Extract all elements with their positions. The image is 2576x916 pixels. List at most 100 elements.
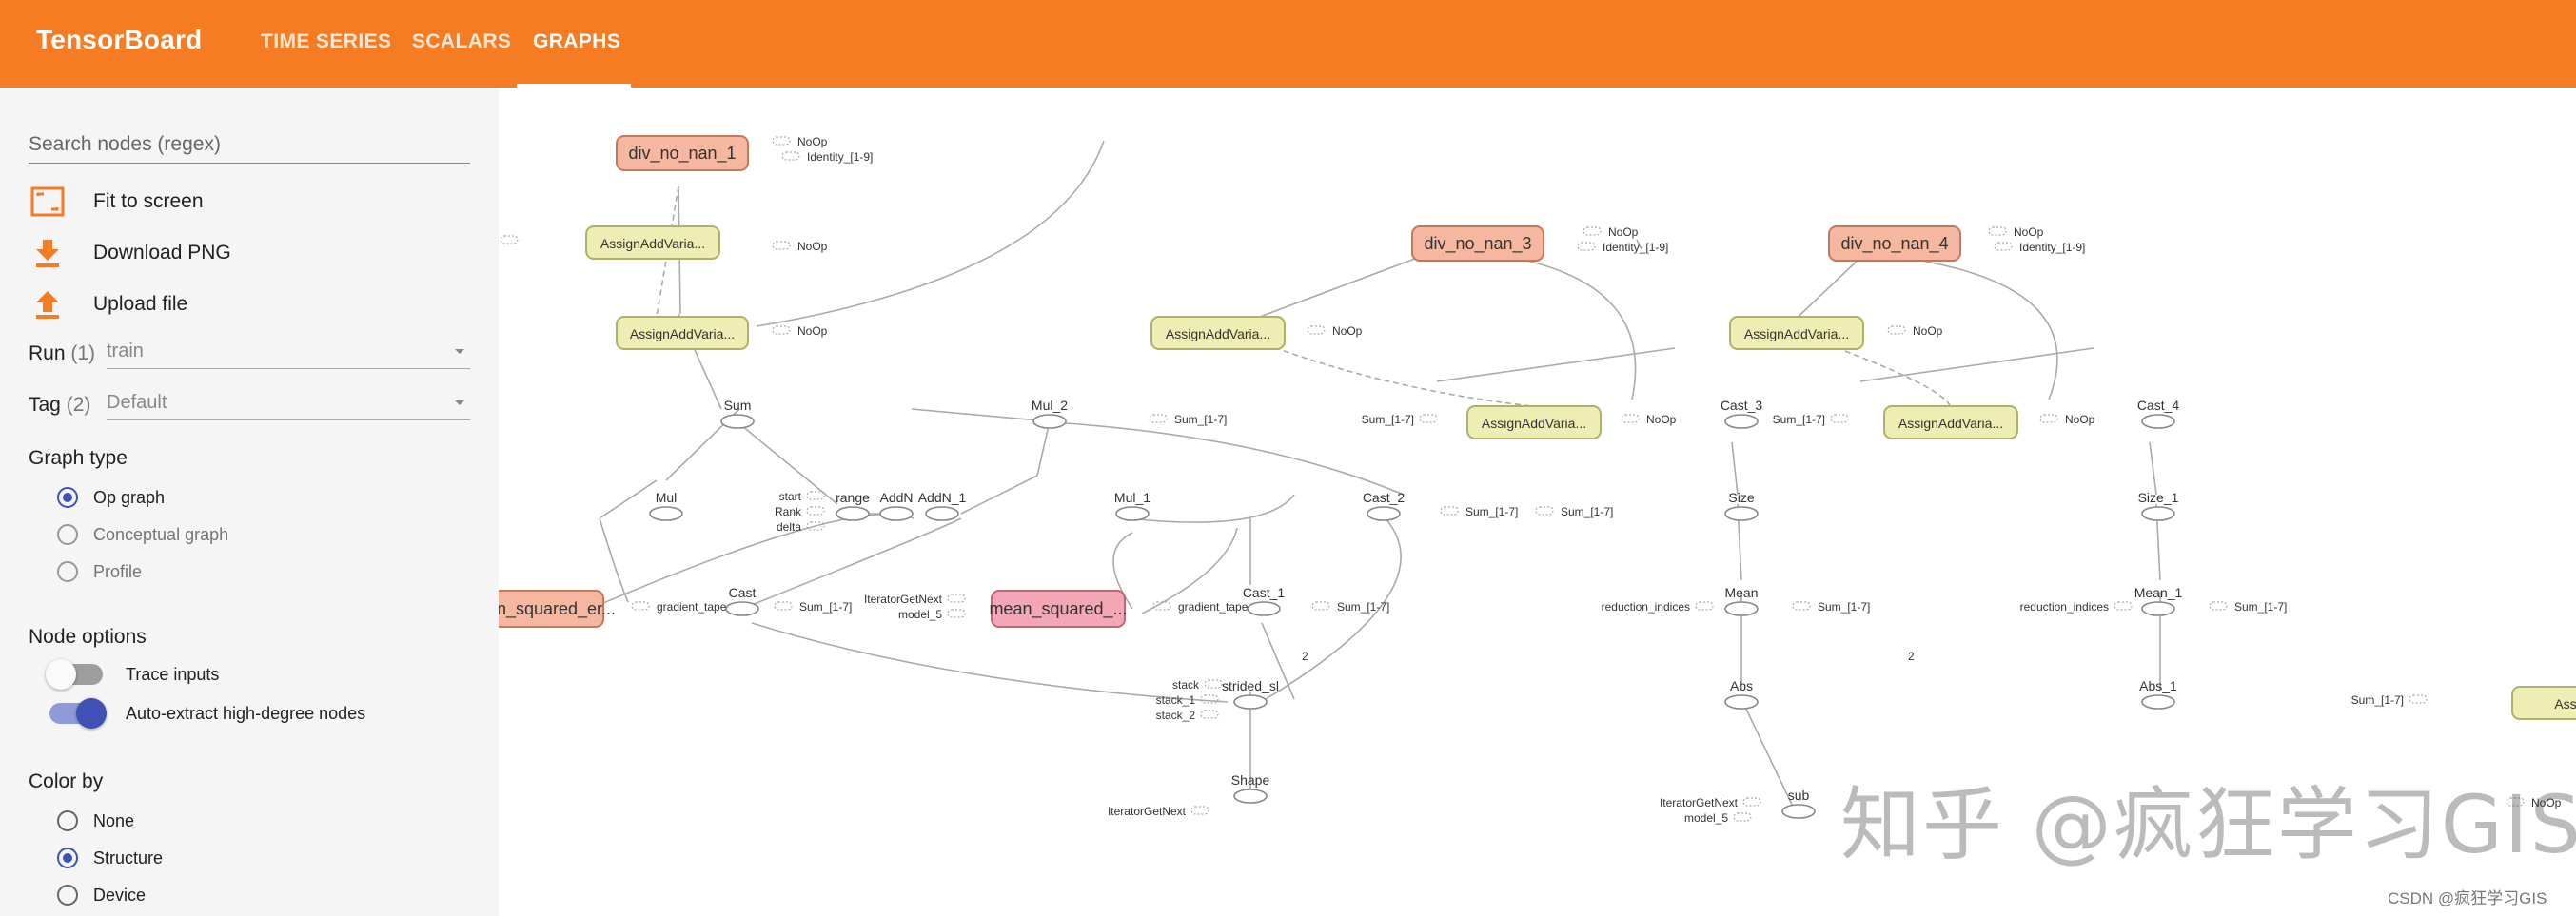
graph-op-label: Sum — [724, 398, 752, 413]
graph-op-node[interactable]: sub — [1781, 788, 1816, 819]
radio-color-structure[interactable]: Structure — [57, 848, 163, 868]
graph-aux-text: Identity_[1-9] — [2019, 241, 2085, 254]
auto-extract-toggle[interactable]: Auto-extract high-degree nodes — [49, 698, 366, 729]
graph-aux-label: IteratorGetNext — [1660, 796, 1761, 809]
graph-node-pink[interactable]: mean_squared_... — [989, 590, 1128, 628]
graph-op-node[interactable]: Sum — [720, 398, 755, 429]
graph-aux-text: Sum_[1-7] — [1465, 505, 1518, 518]
graph-node-yellow[interactable]: AssignAddVaria... — [585, 225, 720, 260]
fit-to-screen-label: Fit to screen — [93, 190, 204, 212]
graph-aux-label: NoOp — [772, 324, 828, 338]
graph-edge — [1236, 256, 1421, 326]
graph-op-node[interactable]: Abs_1 — [2139, 678, 2177, 710]
graph-node-label: AssignAddVaria... — [1482, 416, 1586, 431]
radio-op-graph[interactable]: Op graph — [57, 487, 165, 508]
fit-to-screen-button[interactable]: Fit to screen — [29, 183, 204, 221]
node-options-heading: Node options — [29, 626, 147, 648]
run-count: (1) — [70, 342, 96, 364]
graph-node-yellow[interactable]: AssignA — [2511, 686, 2576, 720]
run-select-value: train — [107, 341, 144, 361]
graph-node-salmon[interactable]: div_no_nan_3 — [1411, 225, 1544, 262]
trace-inputs-toggle[interactable]: Trace inputs — [46, 659, 219, 690]
graph-op-node[interactable]: Cast_2 — [1363, 490, 1406, 521]
graph-edge — [1902, 257, 2058, 400]
tab-scalars[interactable]: SCALARS — [412, 30, 512, 52]
graph-aux-label: NoOp — [2506, 796, 2562, 809]
graph-edge — [1436, 347, 1676, 382]
graph-node-yellow[interactable]: AssignAddVaria... — [1466, 405, 1602, 439]
download-png-button[interactable]: Download PNG — [29, 234, 231, 272]
graph-op-node[interactable]: Mean_1 — [2134, 585, 2183, 616]
graph-op-label: Mul_1 — [1114, 490, 1150, 505]
radio-color-device-label: Device — [93, 885, 147, 905]
toggle-knob — [76, 698, 107, 729]
radio-profile[interactable]: Profile — [57, 561, 142, 582]
graph-node-yellow[interactable]: AssignAddVaria... — [616, 316, 749, 350]
graph-op-node[interactable]: Abs — [1724, 678, 1759, 710]
radio-color-device[interactable]: Device — [57, 885, 146, 906]
graph-node-label: mean_squared_er... — [499, 599, 616, 619]
graph-op-label: Mul — [656, 490, 678, 505]
graph-op-node[interactable]: Mul_1 — [1114, 490, 1150, 521]
graph-op-node[interactable]: Cast_3 — [1721, 398, 1763, 429]
tag-select[interactable]: Default — [107, 386, 470, 420]
graph-aux-text: Rank — [775, 505, 802, 518]
tab-graphs[interactable]: GRAPHS — [533, 30, 621, 52]
graph-aux-text: NoOp — [1332, 324, 1363, 338]
graph-aux-text: stack — [1172, 678, 1200, 692]
graph-node-salmon[interactable]: div_no_nan_1 — [616, 135, 749, 171]
graph-aux-label: NoOp — [772, 240, 828, 253]
graph-edge-label: 2 — [1302, 650, 1308, 663]
graph-edge — [1636, 239, 1642, 250]
tag-select-value: Default — [107, 392, 167, 413]
graph-edge — [1826, 343, 1952, 410]
graph-aux-text: reduction_indices — [1602, 600, 1690, 614]
upload-file-button[interactable]: Upload file — [29, 285, 187, 323]
search-nodes-input[interactable]: Search nodes (regex) — [29, 129, 470, 164]
run-select[interactable]: train — [107, 335, 470, 369]
graph-op-node[interactable]: strided_sl — [1222, 678, 1279, 710]
graph-aux-text: Identity_[1-9] — [1603, 241, 1668, 254]
graph-op-node[interactable]: range — [836, 490, 870, 521]
graph-op-node[interactable]: Shape — [1231, 772, 1270, 804]
radio-conceptual-graph[interactable]: Conceptual graph — [57, 524, 228, 545]
graph-op-node[interactable]: Size_1 — [2138, 490, 2179, 521]
graph-aux-text: Sum_[1-7] — [1561, 505, 1613, 518]
color-by-heading: Color by — [29, 770, 104, 792]
graph-op-node[interactable]: Cast_4 — [2137, 398, 2180, 429]
graph-op-node[interactable]: Mean — [1724, 585, 1759, 616]
graph-op-label: Shape — [1231, 772, 1270, 788]
graph-aux-label: NoOp — [1307, 324, 1363, 338]
graph-edge — [736, 420, 838, 505]
graph-node-salmon[interactable]: div_no_nan_4 — [1828, 225, 1961, 262]
graph-aux-text: NoOp — [797, 135, 828, 148]
graph-node-salmon[interactable]: mean_squared_er... — [499, 590, 616, 628]
radio-indicator — [57, 561, 78, 582]
graph-aux-text: start — [779, 490, 802, 503]
radio-color-none[interactable]: None — [57, 810, 134, 831]
graph-node-yellow[interactable]: AssignAddVaria... — [1150, 316, 1286, 350]
graph-op-node[interactable]: Size — [1724, 490, 1759, 521]
graph-node-yellow[interactable]: AssignAddVaria... — [1729, 316, 1864, 350]
graph-op-node[interactable]: AddN_1 — [918, 490, 967, 521]
graph-op-node[interactable]: Cast_1 — [1243, 585, 1286, 616]
tab-time-series[interactable]: TIME SERIES — [261, 30, 392, 52]
graph-edge — [751, 622, 1229, 703]
graph-node-yellow[interactable]: AssignAddVaria... — [1883, 405, 2018, 439]
graph-op-label: Cast_4 — [2137, 398, 2180, 413]
auto-extract-label: Auto-extract high-degree nodes — [126, 703, 366, 723]
graph-aux-label: Sum_[1-7] — [2351, 693, 2428, 707]
graph-op-node[interactable]: AddN — [879, 490, 914, 521]
graph-aux-label: reduction_indices — [2020, 600, 2133, 614]
graph-aux-text: NoOp — [2065, 413, 2095, 426]
graph-op-node[interactable]: Cast — [725, 585, 759, 616]
graph-aux-label: model_5 — [1684, 811, 1752, 825]
radio-indicator — [57, 810, 78, 831]
toggle-track — [46, 659, 103, 690]
graph-op-node[interactable]: Mul — [649, 490, 683, 521]
graph-aux-text: Sum_[1-7] — [1773, 413, 1825, 426]
graph-op-node[interactable]: Mul_2 — [1032, 398, 1068, 429]
toggle-track — [49, 698, 107, 729]
